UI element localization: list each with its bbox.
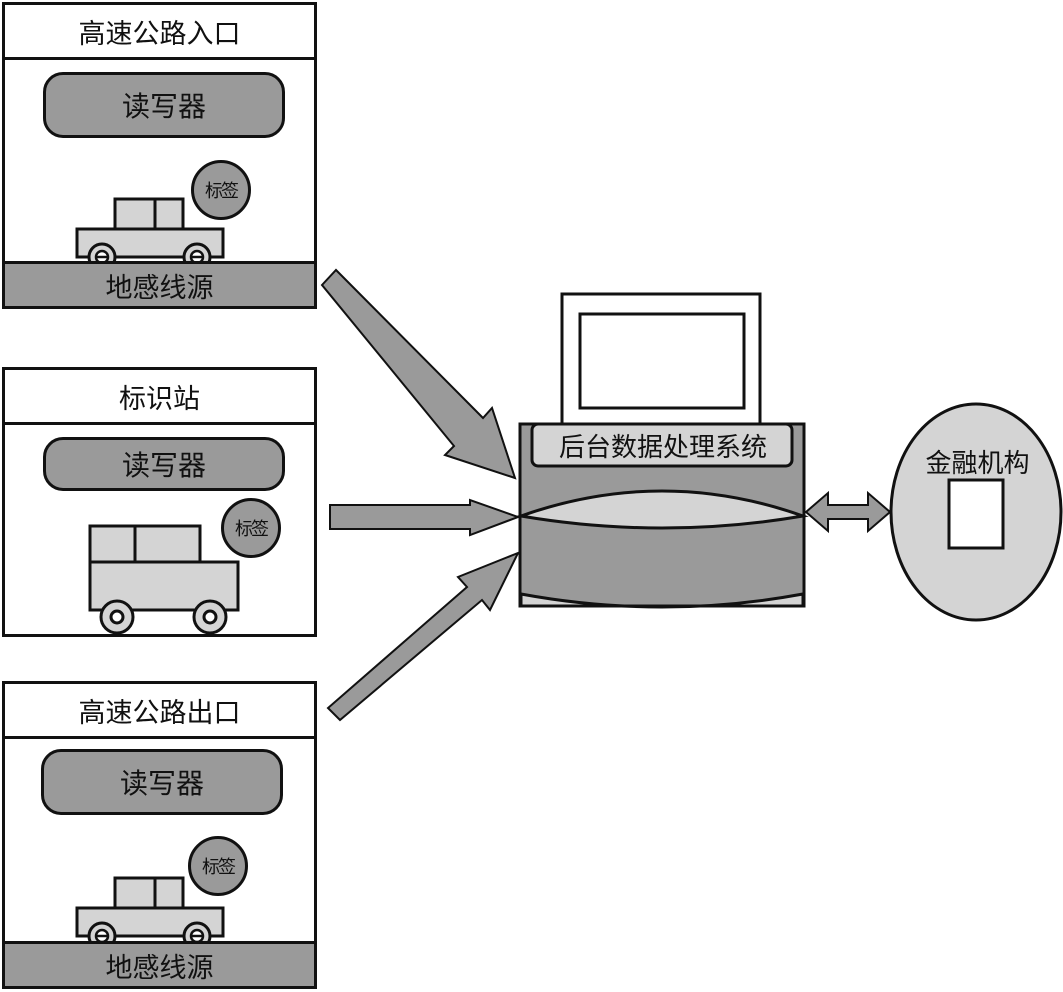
backend-label-panel (530, 422, 794, 468)
arrow-marker-to-backend (329, 498, 521, 537)
truck-icon (88, 524, 240, 635)
reader-box: 读写器 (43, 437, 285, 491)
backend-label: 后台数据处理系统 (558, 432, 767, 463)
station-title: 标识站 (5, 370, 314, 425)
station-exit: 高速公路出口 读写器 标签 地感线源 (2, 681, 317, 989)
station-title: 高速公路入口 (5, 5, 314, 60)
backend-disk-top (515, 489, 809, 530)
tag-circle: 标签 (191, 160, 251, 220)
station-marker: 标识站 读写器 标签 (2, 367, 317, 637)
monitor-screen (578, 312, 746, 410)
arrow-backend-finance (804, 490, 892, 534)
station-entrance: 高速公路入口 读写器 标签 地感线源 (2, 2, 317, 309)
tag-circle: 标签 (221, 498, 281, 558)
reader-box: 读写器 (41, 749, 283, 815)
ground-sensor-bar: 地感线源 (5, 261, 314, 306)
backend-disk-bottom (519, 592, 805, 609)
arrow-entrance-to-backend (320, 268, 517, 480)
finance-label: 金融机构 (925, 448, 1030, 479)
station-title: 高速公路出口 (5, 684, 314, 739)
tag-circle: 标签 (188, 836, 248, 896)
arrow-exit-to-backend (326, 551, 521, 722)
ground-sensor-bar: 地感线源 (5, 941, 314, 986)
finance-document-icon (947, 478, 1005, 550)
reader-box: 读写器 (43, 72, 285, 138)
